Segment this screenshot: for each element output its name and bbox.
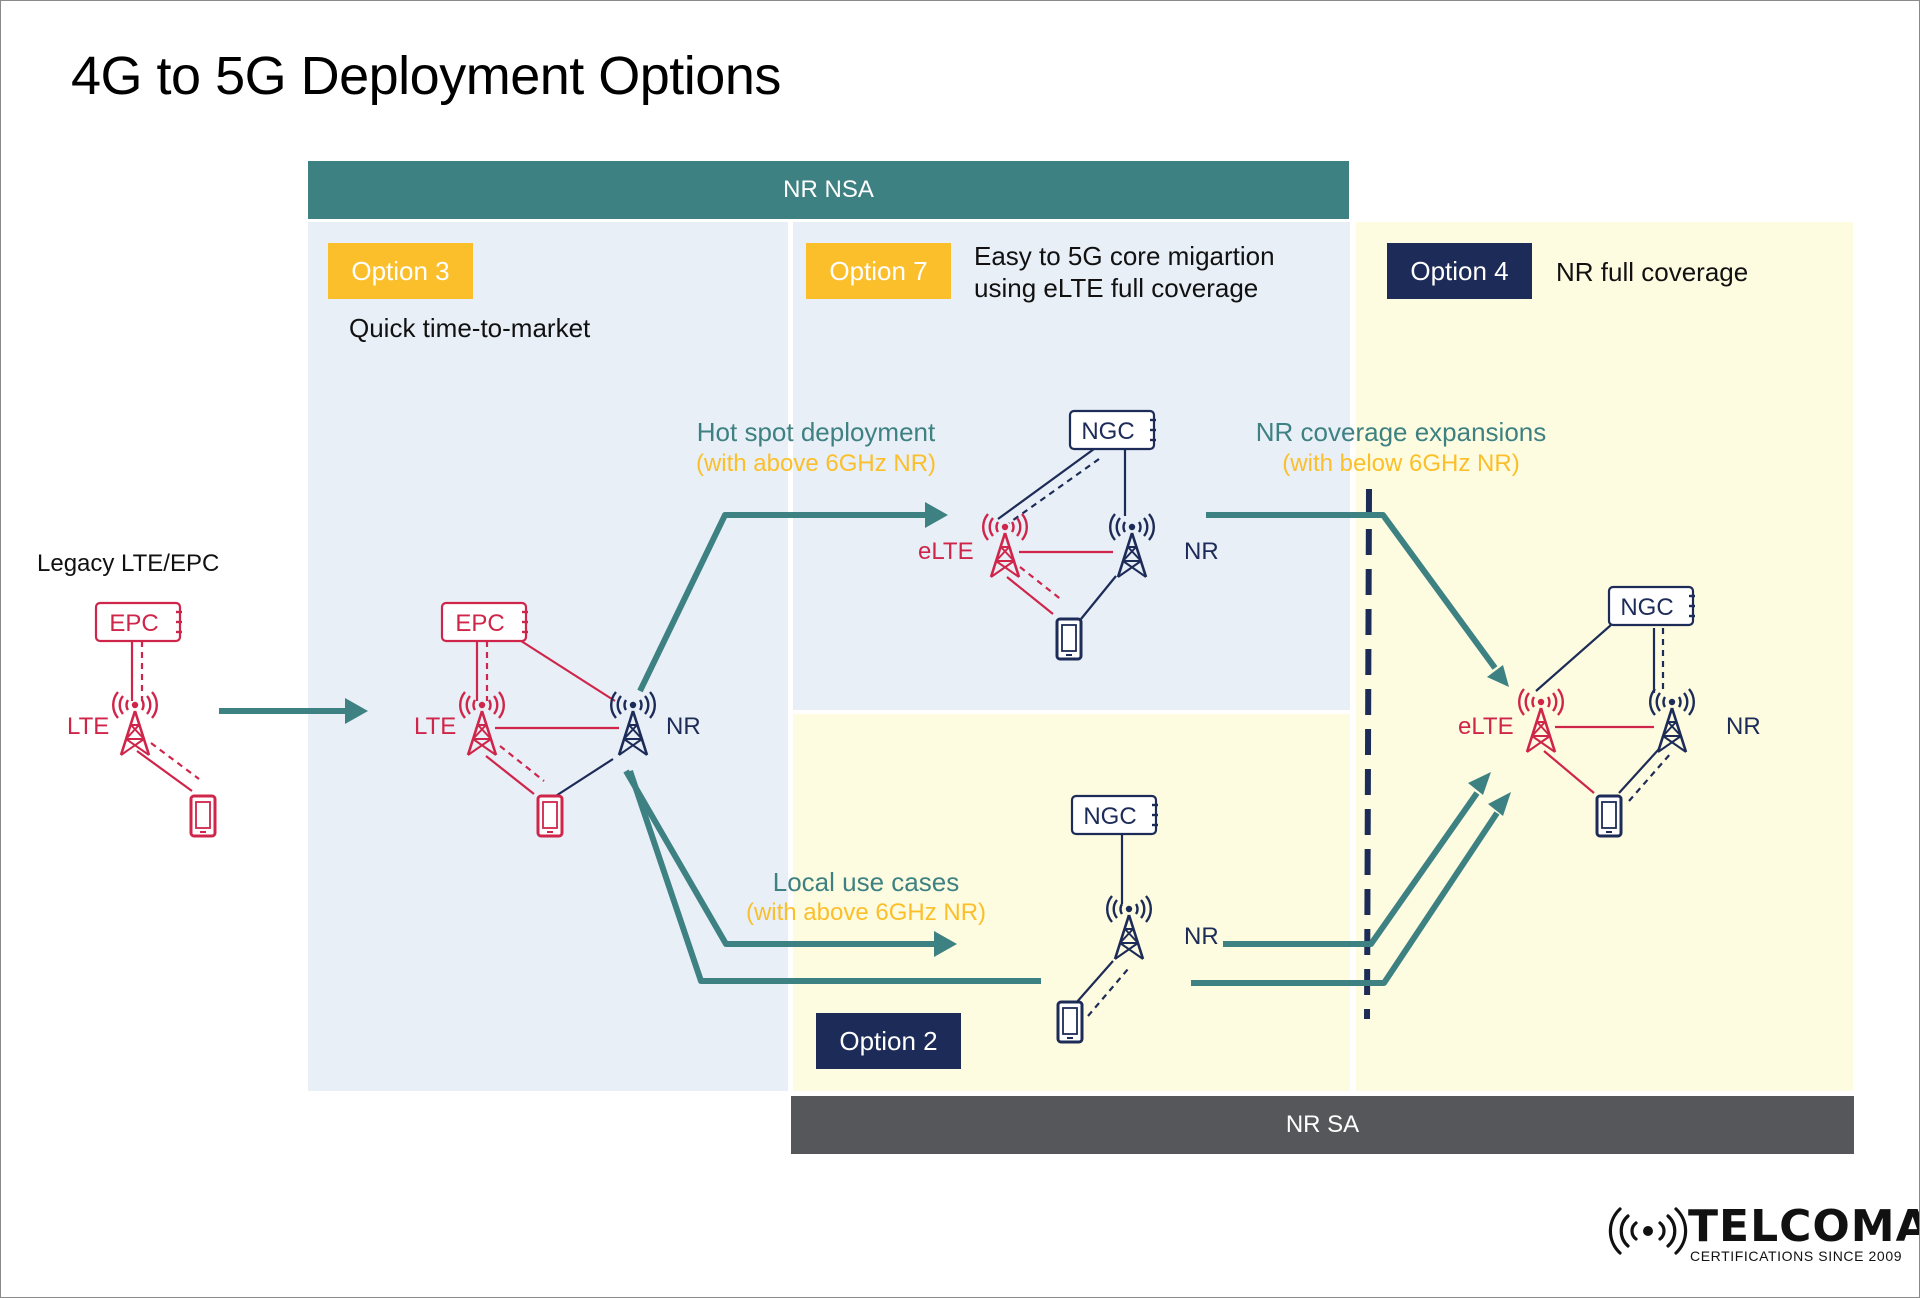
legacy-network: [111, 641, 217, 838]
option4-zone: [1356, 222, 1853, 1091]
logo-tagline: CERTIFICATIONS SINCE 2009: [1690, 1248, 1903, 1264]
legacy-heading: Legacy LTE/EPC: [37, 550, 220, 577]
hotspot-label: Hot spot deployment: [696, 417, 936, 447]
option7-badge: Option 7: [806, 243, 951, 299]
phone-icon: [189, 794, 217, 838]
phone-icon: [1056, 1000, 1084, 1044]
elte-tower-icon: [1517, 687, 1565, 754]
page-title: 4G to 5G Deployment Options: [71, 46, 781, 106]
phone-icon: [1055, 617, 1083, 661]
option7-links: [997, 448, 1127, 620]
option2-ngc-label: NGC: [1083, 803, 1137, 830]
option3-lte-label: LTE: [414, 713, 457, 740]
nr-tower-icon: [1108, 512, 1156, 579]
option4-links: [1535, 624, 1672, 802]
option4-nr-label: NR: [1726, 713, 1761, 740]
option3-epc-label: EPC: [455, 610, 505, 637]
option2-links: [1075, 834, 1129, 1017]
option7-ngc-label: NGC: [1081, 418, 1135, 445]
arrowheads: [345, 502, 1511, 957]
option7-description-line2: using eLTE full coverage: [974, 273, 1259, 303]
phone-icon: [536, 794, 564, 838]
option7-description-line1: Easy to 5G core migartion: [974, 241, 1275, 271]
sa-boundary-line: [1364, 488, 1372, 1020]
coverage-label: NR coverage expansions: [1255, 417, 1547, 447]
hotspot-note: (with above 6GHz NR): [695, 450, 937, 477]
local-use-note: (with above 6GHz NR): [745, 899, 987, 926]
option7-nr-label: NR: [1184, 538, 1219, 565]
option2-badge: Option 2: [816, 1013, 961, 1069]
nr-nsa-band: NR NSA: [308, 161, 1349, 219]
option4-description: NR full coverage: [1556, 257, 1749, 287]
lte-tower-icon: [111, 690, 159, 757]
option2-nr-label: NR: [1184, 923, 1219, 950]
option3-nr-label: NR: [666, 713, 701, 740]
local-use-label: Local use cases: [772, 867, 960, 897]
logo-name: TELCOMA: [1688, 1201, 1920, 1252]
signal-logo-icon: [1608, 1207, 1688, 1255]
nr-tower-icon: [1105, 894, 1153, 961]
transition-arrows: [219, 512, 1500, 986]
nr-sa-band: NR SA: [791, 1096, 1854, 1154]
legacy-lte-label: LTE: [67, 713, 110, 740]
option4-badge: Option 4: [1387, 243, 1532, 299]
option3-description: Quick time-to-market: [349, 313, 591, 343]
option3-lte-links: [475, 638, 619, 795]
option3-zone: [308, 222, 788, 1091]
option4-elte-label: eLTE: [1458, 713, 1514, 740]
phone-icon: [1595, 794, 1623, 838]
coverage-note: (with below 6GHz NR): [1282, 450, 1520, 477]
option3-nr-ue-link: [547, 758, 614, 802]
option4-ngc-label: NGC: [1620, 594, 1674, 621]
nr-tower-icon: [1648, 687, 1696, 754]
lte-tower-icon: [458, 690, 506, 757]
option7-elte-label: eLTE: [918, 538, 974, 565]
legacy-epc-label: EPC: [109, 610, 159, 637]
nr-tower-icon: [609, 690, 657, 757]
option3-badge: Option 3: [328, 243, 473, 299]
